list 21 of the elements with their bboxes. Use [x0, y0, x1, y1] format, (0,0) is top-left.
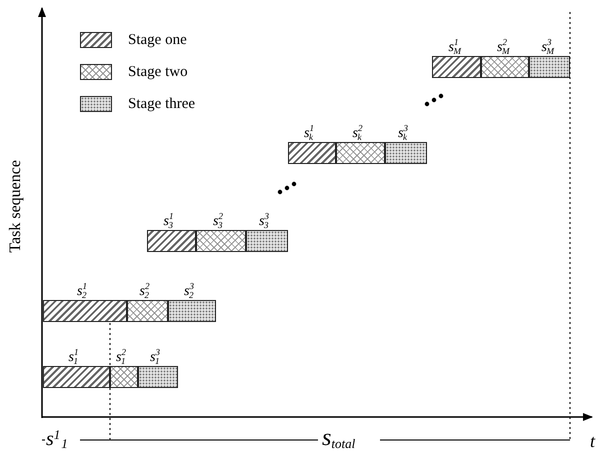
stage-bar	[43, 300, 127, 322]
stage-bar	[127, 300, 168, 322]
stage-bar	[288, 142, 336, 164]
stage-bar	[481, 56, 529, 78]
axis-title: Task sequence	[8, 160, 24, 253]
stage-bar	[138, 366, 178, 388]
legend-label: Stage one	[128, 33, 187, 48]
stage-bar	[168, 300, 216, 322]
stage-bar	[246, 230, 288, 252]
legend-label: Stage three	[128, 97, 196, 112]
dimension-label: s$_{total}$	[322, 426, 356, 450]
stage-bar	[110, 366, 138, 388]
stage-bar	[432, 56, 481, 78]
stage-bar	[147, 230, 196, 252]
legend-label: Stage two	[128, 65, 188, 80]
stage-bar	[385, 142, 427, 164]
axis-title: t	[590, 432, 596, 450]
stage-bar	[336, 142, 385, 164]
stage-bar	[43, 366, 110, 388]
stage-bar	[529, 56, 570, 78]
stage-bar	[196, 230, 246, 252]
